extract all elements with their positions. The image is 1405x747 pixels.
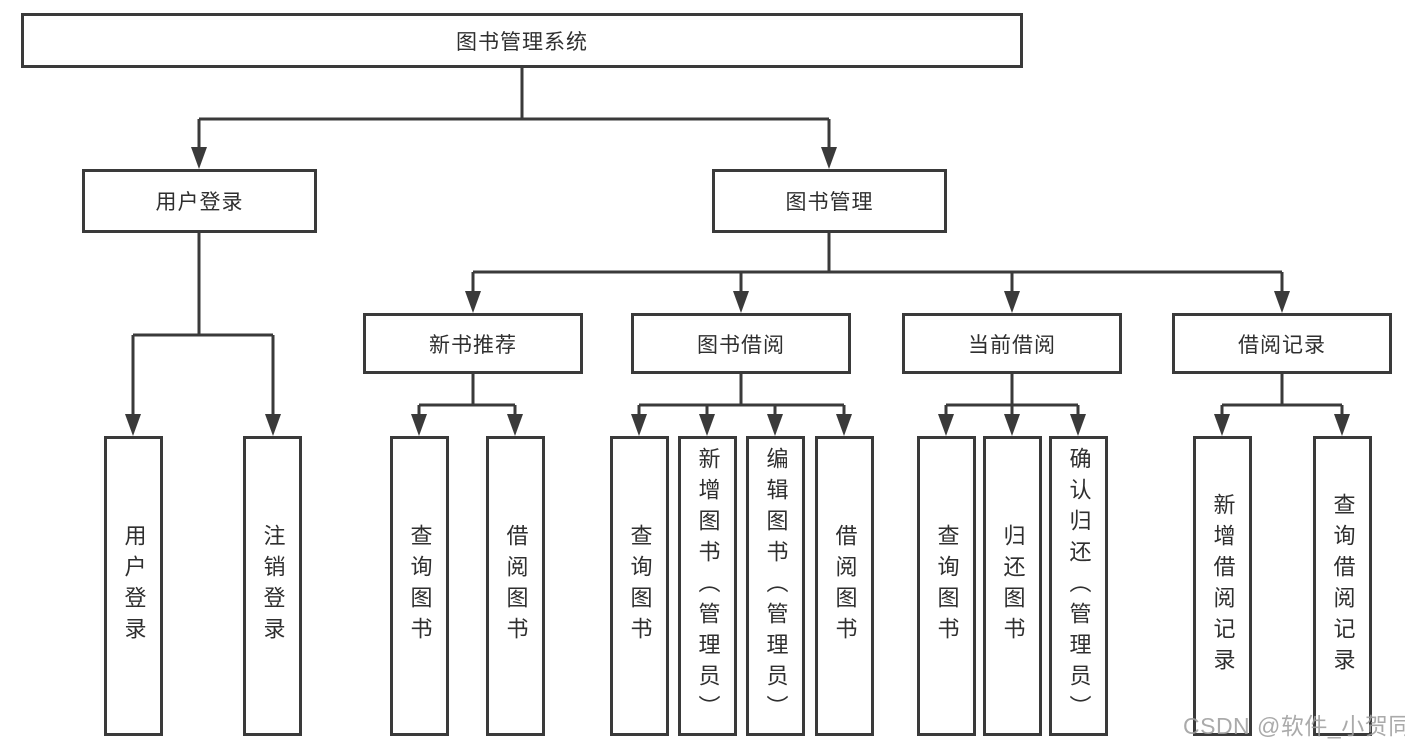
leaf-label: 查询借阅记录 (1330, 493, 1356, 679)
node-book-borrow: 图书借阅 (631, 313, 851, 374)
node-label: 用户登录 (155, 191, 244, 214)
leaf-add-books-admin: 新增图书（管理员） (678, 436, 737, 736)
leaf-borrow-books: 借阅图书 (815, 436, 874, 736)
node-book-management: 图书管理 (712, 169, 947, 233)
node-user-login: 用户登录 (82, 169, 317, 233)
node-label: 图书管理 (785, 191, 874, 214)
leaf-label: 新增借阅记录 (1210, 493, 1236, 679)
leaf-label: 新增图书（管理员） (695, 446, 721, 726)
leaf-label: 借阅图书 (832, 524, 858, 648)
node-new-book-recommend: 新书推荐 (363, 313, 583, 374)
leaf-label: 确认归还（管理员） (1066, 446, 1092, 726)
leaf-edit-books-admin: 编辑图书（管理员） (746, 436, 805, 736)
node-library-management-system: 图书管理系统 (21, 13, 1023, 68)
node-label: 借阅记录 (1238, 333, 1326, 357)
leaf-user-login: 用户登录 (104, 436, 163, 736)
leaf-query-books: 查询图书 (610, 436, 669, 736)
leaf-add-borrow-record: 新增借阅记录 (1193, 436, 1252, 736)
node-label: 图书借阅 (697, 333, 785, 357)
node-borrow-records: 借阅记录 (1172, 313, 1392, 374)
leaf-query-books: 查询图书 (917, 436, 976, 736)
node-label: 新书推荐 (429, 333, 517, 357)
arrowheads (125, 147, 1350, 436)
leaf-label: 用户登录 (121, 524, 147, 648)
leaf-confirm-return-admin: 确认归还（管理员） (1049, 436, 1108, 736)
leaf-return-books: 归还图书 (983, 436, 1042, 736)
leaf-borrow-books: 借阅图书 (486, 436, 545, 736)
node-label: 图书管理系统 (456, 30, 588, 54)
leaf-query-borrow-record: 查询借阅记录 (1313, 436, 1372, 736)
leaf-label: 查询图书 (407, 524, 433, 648)
leaf-logout: 注销登录 (243, 436, 302, 736)
leaf-label: 借阅图书 (503, 524, 529, 648)
node-current-borrow: 当前借阅 (902, 313, 1122, 374)
leaf-label: 查询图书 (627, 524, 653, 648)
leaf-label: 注销登录 (260, 524, 286, 648)
csdn-watermark: CSDN @软件_小贺同学 (1183, 713, 1405, 739)
node-label: 当前借阅 (968, 333, 1056, 357)
leaf-query-books: 查询图书 (390, 436, 449, 736)
leaf-label: 查询图书 (934, 524, 960, 648)
leaf-label: 编辑图书（管理员） (763, 446, 789, 726)
leaf-label: 归还图书 (1000, 524, 1026, 648)
